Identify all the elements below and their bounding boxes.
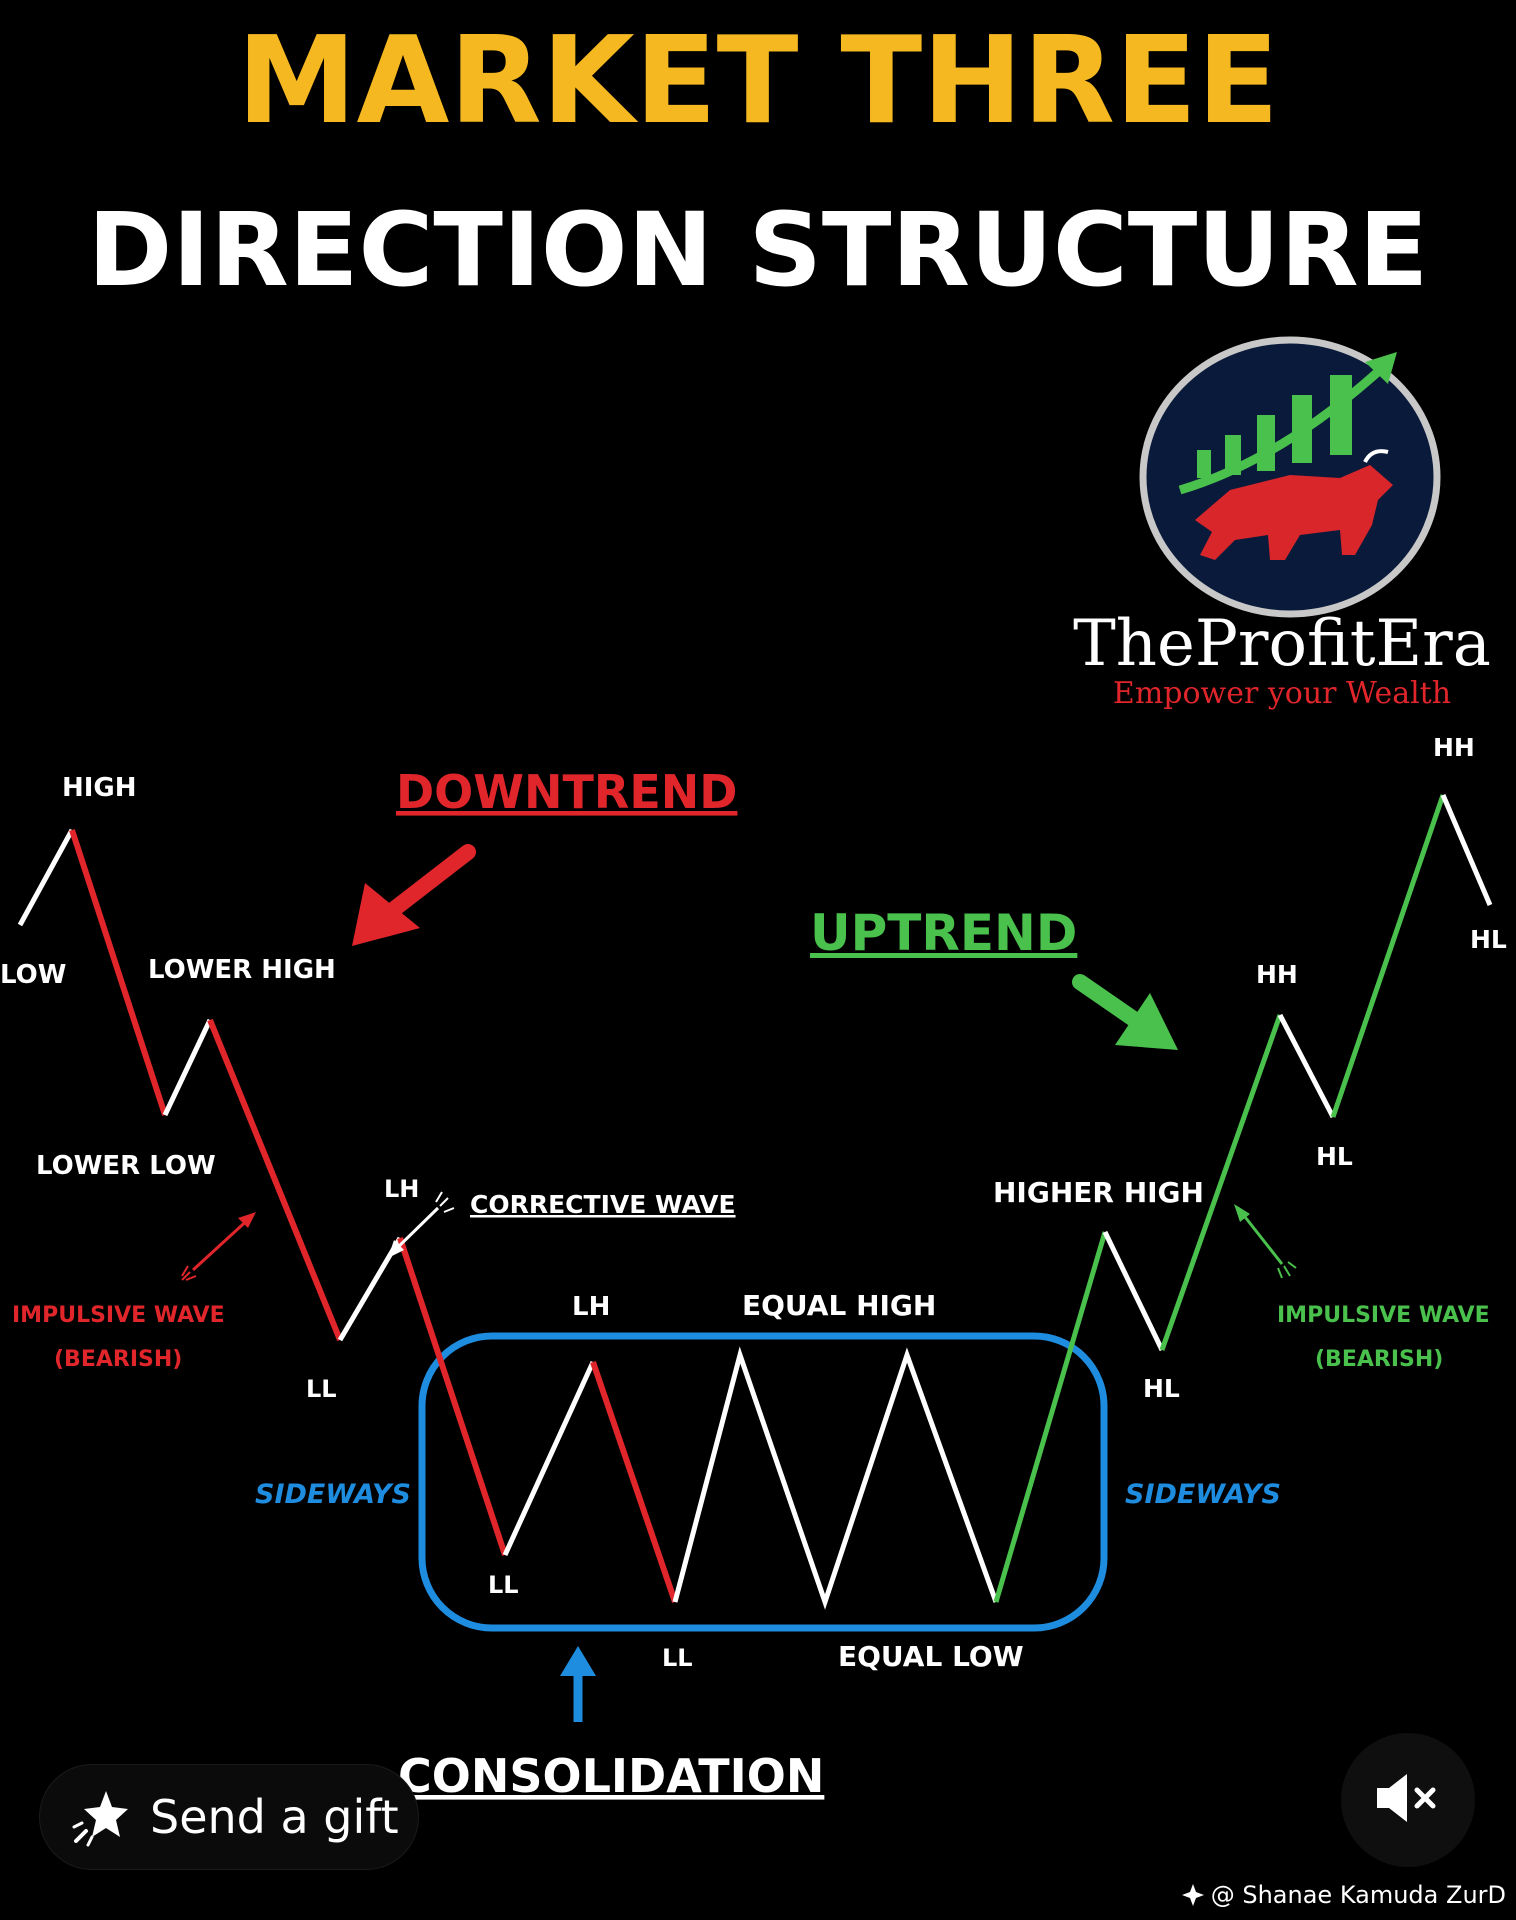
final-pullback-line (1440, 794, 1493, 906)
logo-tagline: Empower your Wealth (1113, 676, 1451, 711)
label-hl-3: HL (1470, 925, 1507, 954)
higher-low-dip-2 (1277, 1013, 1336, 1119)
corrective-wave-pointer-icon (388, 1191, 455, 1258)
uptrend-line-2 (1159, 1014, 1283, 1351)
consolidation-arrow-icon (560, 1646, 596, 1722)
uptrend-heading: UPTREND (810, 904, 1077, 962)
logo-name: TheProfitEra (1073, 607, 1491, 681)
label-impulsive-left: IMPULSIVE WAVE (12, 1303, 225, 1328)
impulsive-wave-right-pointer-icon (1234, 1204, 1297, 1279)
label-ll-left: LL (306, 1375, 337, 1403)
downtrend-arrow-icon (352, 844, 476, 946)
uptrend-line-1 (993, 1231, 1108, 1603)
label-hl-1: HL (1143, 1374, 1180, 1403)
uptrend-arrow-icon (1072, 974, 1178, 1050)
label-high: HIGH (62, 773, 137, 803)
label-impulsive-left-sub: (BEARISH) (54, 1347, 182, 1372)
label-higher-high: HIGHER HIGH (993, 1176, 1204, 1209)
mute-button[interactable] (1341, 1733, 1475, 1867)
sparkle-icon (1181, 1883, 1205, 1907)
credit-text: @ Shanae Kamuda ZurD (1210, 1881, 1506, 1909)
send-gift-label: Send a gift (150, 1790, 399, 1844)
credit-watermark: @ Shanae Kamuda ZurD (1181, 1878, 1506, 1912)
impulsive-wave-left-pointer-icon (181, 1212, 256, 1281)
label-hl-2: HL (1316, 1142, 1353, 1171)
label-impulsive-right-sub: (BEARISH) (1315, 1347, 1443, 1372)
label-corrective-wave: CORRECTIVE WAVE (470, 1190, 736, 1219)
label-ll-box-1: LL (488, 1571, 519, 1599)
label-lower-low: LOWER LOW (36, 1151, 216, 1181)
uptrend-line-3 (1330, 794, 1446, 1118)
downtrend-line-2 (207, 1018, 343, 1342)
sideways-down-1 (590, 1361, 678, 1603)
gift-star-icon (70, 1785, 134, 1849)
consolidation-heading: CONSOLIDATION (398, 1749, 824, 1803)
bull-chart-logo-icon (1139, 336, 1441, 618)
label-sideways-right: SIDEWAYS (1125, 1479, 1281, 1510)
label-impulsive-right: IMPULSIVE WAVE (1277, 1303, 1490, 1328)
sideways-waves (672, 1346, 999, 1610)
sideways-box (418, 1332, 1108, 1632)
label-low: LOW (0, 960, 66, 990)
label-lh-box: LH (572, 1292, 610, 1322)
label-equal-high: EQUAL HIGH (742, 1289, 936, 1322)
label-sideways-left: SIDEWAYS (255, 1479, 411, 1510)
sideways-up-1 (502, 1360, 596, 1557)
label-lh-down: LH (384, 1175, 419, 1203)
lower-high-pullback-line (162, 1018, 213, 1117)
higher-low-dip-1 (1102, 1230, 1165, 1352)
initial-rise-line (17, 828, 75, 927)
downtrend-line-1 (69, 829, 168, 1116)
label-ll-box-2: LL (662, 1644, 693, 1672)
title-line-1: MARKET THREE (237, 12, 1279, 151)
label-hh-2: HH (1433, 733, 1475, 762)
label-hh-1: HH (1256, 960, 1298, 989)
speaker-muted-icon (1373, 1770, 1443, 1830)
title-line-2: DIRECTION STRUCTURE (88, 191, 1429, 310)
downtrend-heading: DOWNTREND (396, 765, 737, 819)
downtrend-line-3 (397, 1237, 508, 1556)
send-gift-button[interactable]: Send a gift (40, 1765, 418, 1869)
label-equal-low: EQUAL LOW (838, 1640, 1024, 1673)
label-lower-high: LOWER HIGH (148, 955, 336, 985)
